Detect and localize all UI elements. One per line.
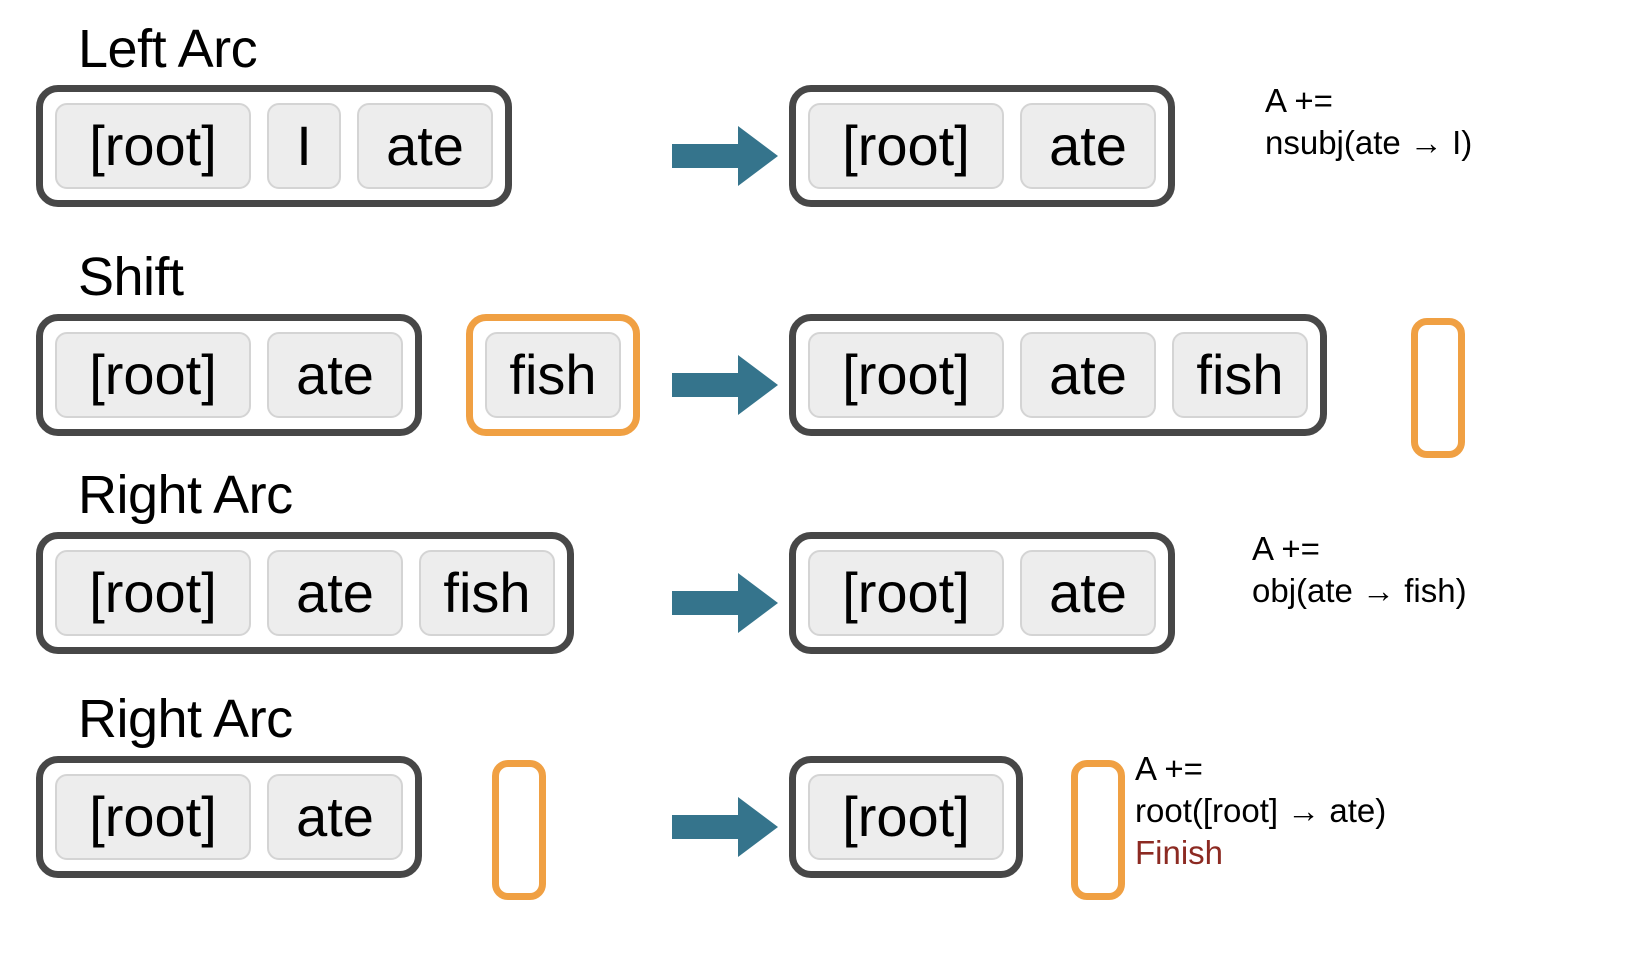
annotation-3: A += root([root] → ate) Finish xyxy=(1135,748,1386,875)
row-label-3: Right Arc xyxy=(78,689,293,749)
after-buffer-empty-1[interactable] xyxy=(1411,318,1465,458)
before-stack-1[interactable]: [root] ate xyxy=(36,314,422,436)
before-stack-2[interactable]: [root] ate fish xyxy=(36,532,574,654)
annotation-line-1: A += xyxy=(1252,530,1320,567)
right-arrow-icon xyxy=(672,126,778,186)
before-buffer-empty-3[interactable] xyxy=(492,760,546,900)
stack-tile[interactable]: [root] xyxy=(808,550,1004,636)
after-stack-2[interactable]: [root] ate xyxy=(789,532,1175,654)
row-label-0: Left Arc xyxy=(78,19,258,79)
stack-tile[interactable]: [root] xyxy=(55,332,251,418)
before-buffer-1[interactable]: fish xyxy=(466,314,640,436)
annotation-line-2: obj(ate → fish) xyxy=(1252,572,1467,610)
stack-tile[interactable]: [root] xyxy=(55,103,251,189)
stack-tile[interactable]: ate xyxy=(267,332,403,418)
stack-tile[interactable]: ate xyxy=(1020,103,1156,189)
right-arrow-icon xyxy=(672,573,778,633)
stack-tile[interactable]: ate xyxy=(1020,332,1156,418)
after-stack-1[interactable]: [root] ate fish xyxy=(789,314,1327,436)
stack-tile[interactable]: [root] xyxy=(808,332,1004,418)
stack-tile[interactable]: [root] xyxy=(55,550,251,636)
buffer-tile[interactable]: fish xyxy=(485,332,621,418)
annotation-2: A += obj(ate → fish) xyxy=(1252,528,1467,612)
annotation-line-2: nsubj(ate → I) xyxy=(1265,124,1473,162)
stack-tile[interactable]: [root] xyxy=(55,774,251,860)
annotation-line-1: A += xyxy=(1265,82,1333,119)
finish-status-text: Finish xyxy=(1135,834,1224,872)
before-stack-3[interactable]: [root] ate xyxy=(36,756,422,878)
stack-tile[interactable]: fish xyxy=(1172,332,1308,418)
right-arrow-icon xyxy=(672,797,778,857)
stack-tile[interactable]: ate xyxy=(357,103,493,189)
stack-tile[interactable]: [root] xyxy=(808,103,1004,189)
after-stack-0[interactable]: [root] ate xyxy=(789,85,1175,207)
stack-tile[interactable]: I xyxy=(267,103,341,189)
annotation-0: A += nsubj(ate → I) xyxy=(1265,80,1472,164)
after-stack-3[interactable]: [root] xyxy=(789,756,1023,878)
after-buffer-empty-3[interactable] xyxy=(1071,760,1125,900)
row-label-2: Right Arc xyxy=(78,465,293,525)
annotation-line-1: A += xyxy=(1135,750,1203,787)
stack-tile[interactable]: ate xyxy=(267,550,403,636)
before-stack-0[interactable]: [root] I ate xyxy=(36,85,512,207)
row-label-1: Shift xyxy=(78,247,184,307)
stack-tile[interactable]: [root] xyxy=(808,774,1004,860)
stack-tile[interactable]: ate xyxy=(267,774,403,860)
right-arrow-icon xyxy=(672,355,778,415)
stack-tile[interactable]: fish xyxy=(419,550,555,636)
stack-tile[interactable]: ate xyxy=(1020,550,1156,636)
annotation-line-2: root([root] → ate) xyxy=(1135,792,1387,830)
